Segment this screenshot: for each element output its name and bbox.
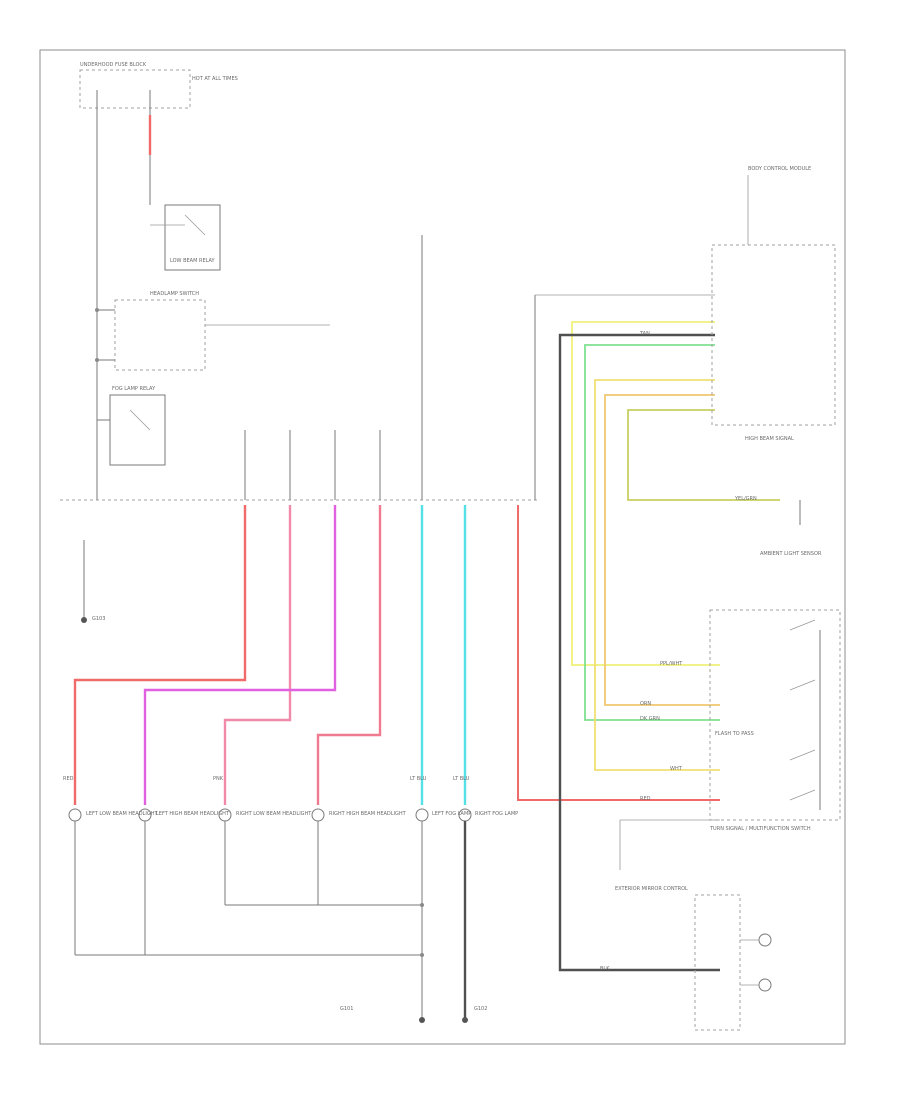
wire-label-blu-left: LT BLU: [410, 776, 427, 782]
left-fog-lamp: LEFT FOG LAMP: [415, 808, 471, 1020]
wire-red-right: [517, 505, 720, 801]
wire-label-dk-grn: DK GRN: [640, 716, 660, 722]
mirror-module: EXTERIOR MIRROR CONTROL: [615, 819, 772, 1031]
bcm-signal: HIGH BEAM SIGNAL: [745, 436, 794, 442]
left-low-headlight: LEFT LOW BEAM HEADLIGHT: [68, 808, 158, 955]
bcm-label: BODY CONTROL MODULE: [748, 166, 811, 172]
wire-orange: [594, 379, 720, 771]
wire-pink-right-high: [316, 505, 382, 805]
flash-to-pass-note: FLASH TO PASS: [715, 731, 754, 737]
ambient-sensor-label: AMBIENT LIGHT SENSOR: [760, 551, 822, 557]
left-high-label: LEFT HIGH BEAM HEADLIGHT: [156, 811, 230, 817]
left-fog-label: LEFT FOG LAMP: [432, 811, 471, 817]
right-high-headlight: RIGHT HIGH BEAM HEADLIGHT: [311, 808, 407, 905]
wire-label-red-left: RED: [63, 776, 74, 782]
headlamp-switch-label: HEADLAMP SWITCH: [150, 291, 199, 297]
low-beam-relay-label: LOW BEAM RELAY: [170, 258, 216, 264]
fuse-block: UNDERHOOD FUSE BLOCK HOT AT ALL TIMES: [79, 62, 238, 500]
wire-yellow: [571, 321, 720, 666]
ground-left: [419, 1017, 425, 1023]
wire-label-wht: WHT: [670, 766, 683, 772]
ground-right-label: G103: [92, 616, 105, 622]
fuse-block-label: UNDERHOOD FUSE BLOCK: [80, 62, 147, 68]
hot-note: HOT AT ALL TIMES: [192, 76, 238, 82]
wire-dark: [558, 333, 720, 972]
left-high-headlight: LEFT HIGH BEAM HEADLIGHT: [138, 808, 230, 955]
bcm: BODY CONTROL MODULE HIGH BEAM SIGNAL: [711, 166, 836, 442]
wire-yel-grn: [627, 409, 780, 501]
wire-label-pnk: PNK: [213, 776, 224, 782]
wire-label-ppl-wht: PPL/WHT: [660, 661, 683, 667]
wire-label-orn: ORN: [640, 701, 651, 707]
mirror-module-label: EXTERIOR MIRROR CONTROL: [615, 886, 688, 892]
ground-left-label: G101: [340, 1006, 353, 1012]
low-beam-relay: LOW BEAM RELAY: [150, 204, 221, 271]
diagram-frame: [39, 49, 846, 1045]
right-low-label: RIGHT LOW BEAM HEADLIGHT: [236, 811, 312, 817]
right-high-label: RIGHT HIGH BEAM HEADLIGHT: [329, 811, 407, 817]
wire-label-red-right: RED: [640, 796, 651, 802]
left-low-label: LEFT LOW BEAM HEADLIGHT: [86, 811, 158, 817]
fog-relay-label: FOG LAMP RELAY: [112, 386, 156, 392]
wire-orange-2: [604, 394, 720, 706]
wire-red-left-low: [73, 505, 247, 805]
right-low-headlight: RIGHT LOW BEAM HEADLIGHT: [218, 808, 312, 905]
wire-label-yel-grn: YEL/GRN: [734, 496, 757, 502]
headlamp-switch: HEADLAMP SWITCH: [97, 291, 330, 371]
ground-mid-label: G102: [474, 1006, 487, 1012]
wire-label-tan: TAN: [639, 331, 650, 337]
wire-magenta-left-high: [143, 505, 337, 805]
right-fog-lamp: RIGHT FOG LAMP: [458, 808, 518, 1020]
fog-relay: FOG LAMP RELAY: [97, 386, 166, 466]
wire-label-blu-right: LT BLU: [453, 776, 470, 782]
wire-label-blk: BLK: [600, 966, 610, 972]
turn-signal-switch: TURN SIGNAL / MULTIFUNCTION SWITCH FLASH…: [709, 609, 841, 832]
right-fog-label: RIGHT FOG LAMP: [475, 811, 518, 817]
turn-signal-switch-label: TURN SIGNAL / MULTIFUNCTION SWITCH: [709, 826, 811, 832]
ground-mid: [462, 1017, 468, 1023]
ground-right: [81, 617, 87, 623]
wire-green: [584, 344, 720, 721]
wire-pink-right-low: [223, 505, 292, 805]
